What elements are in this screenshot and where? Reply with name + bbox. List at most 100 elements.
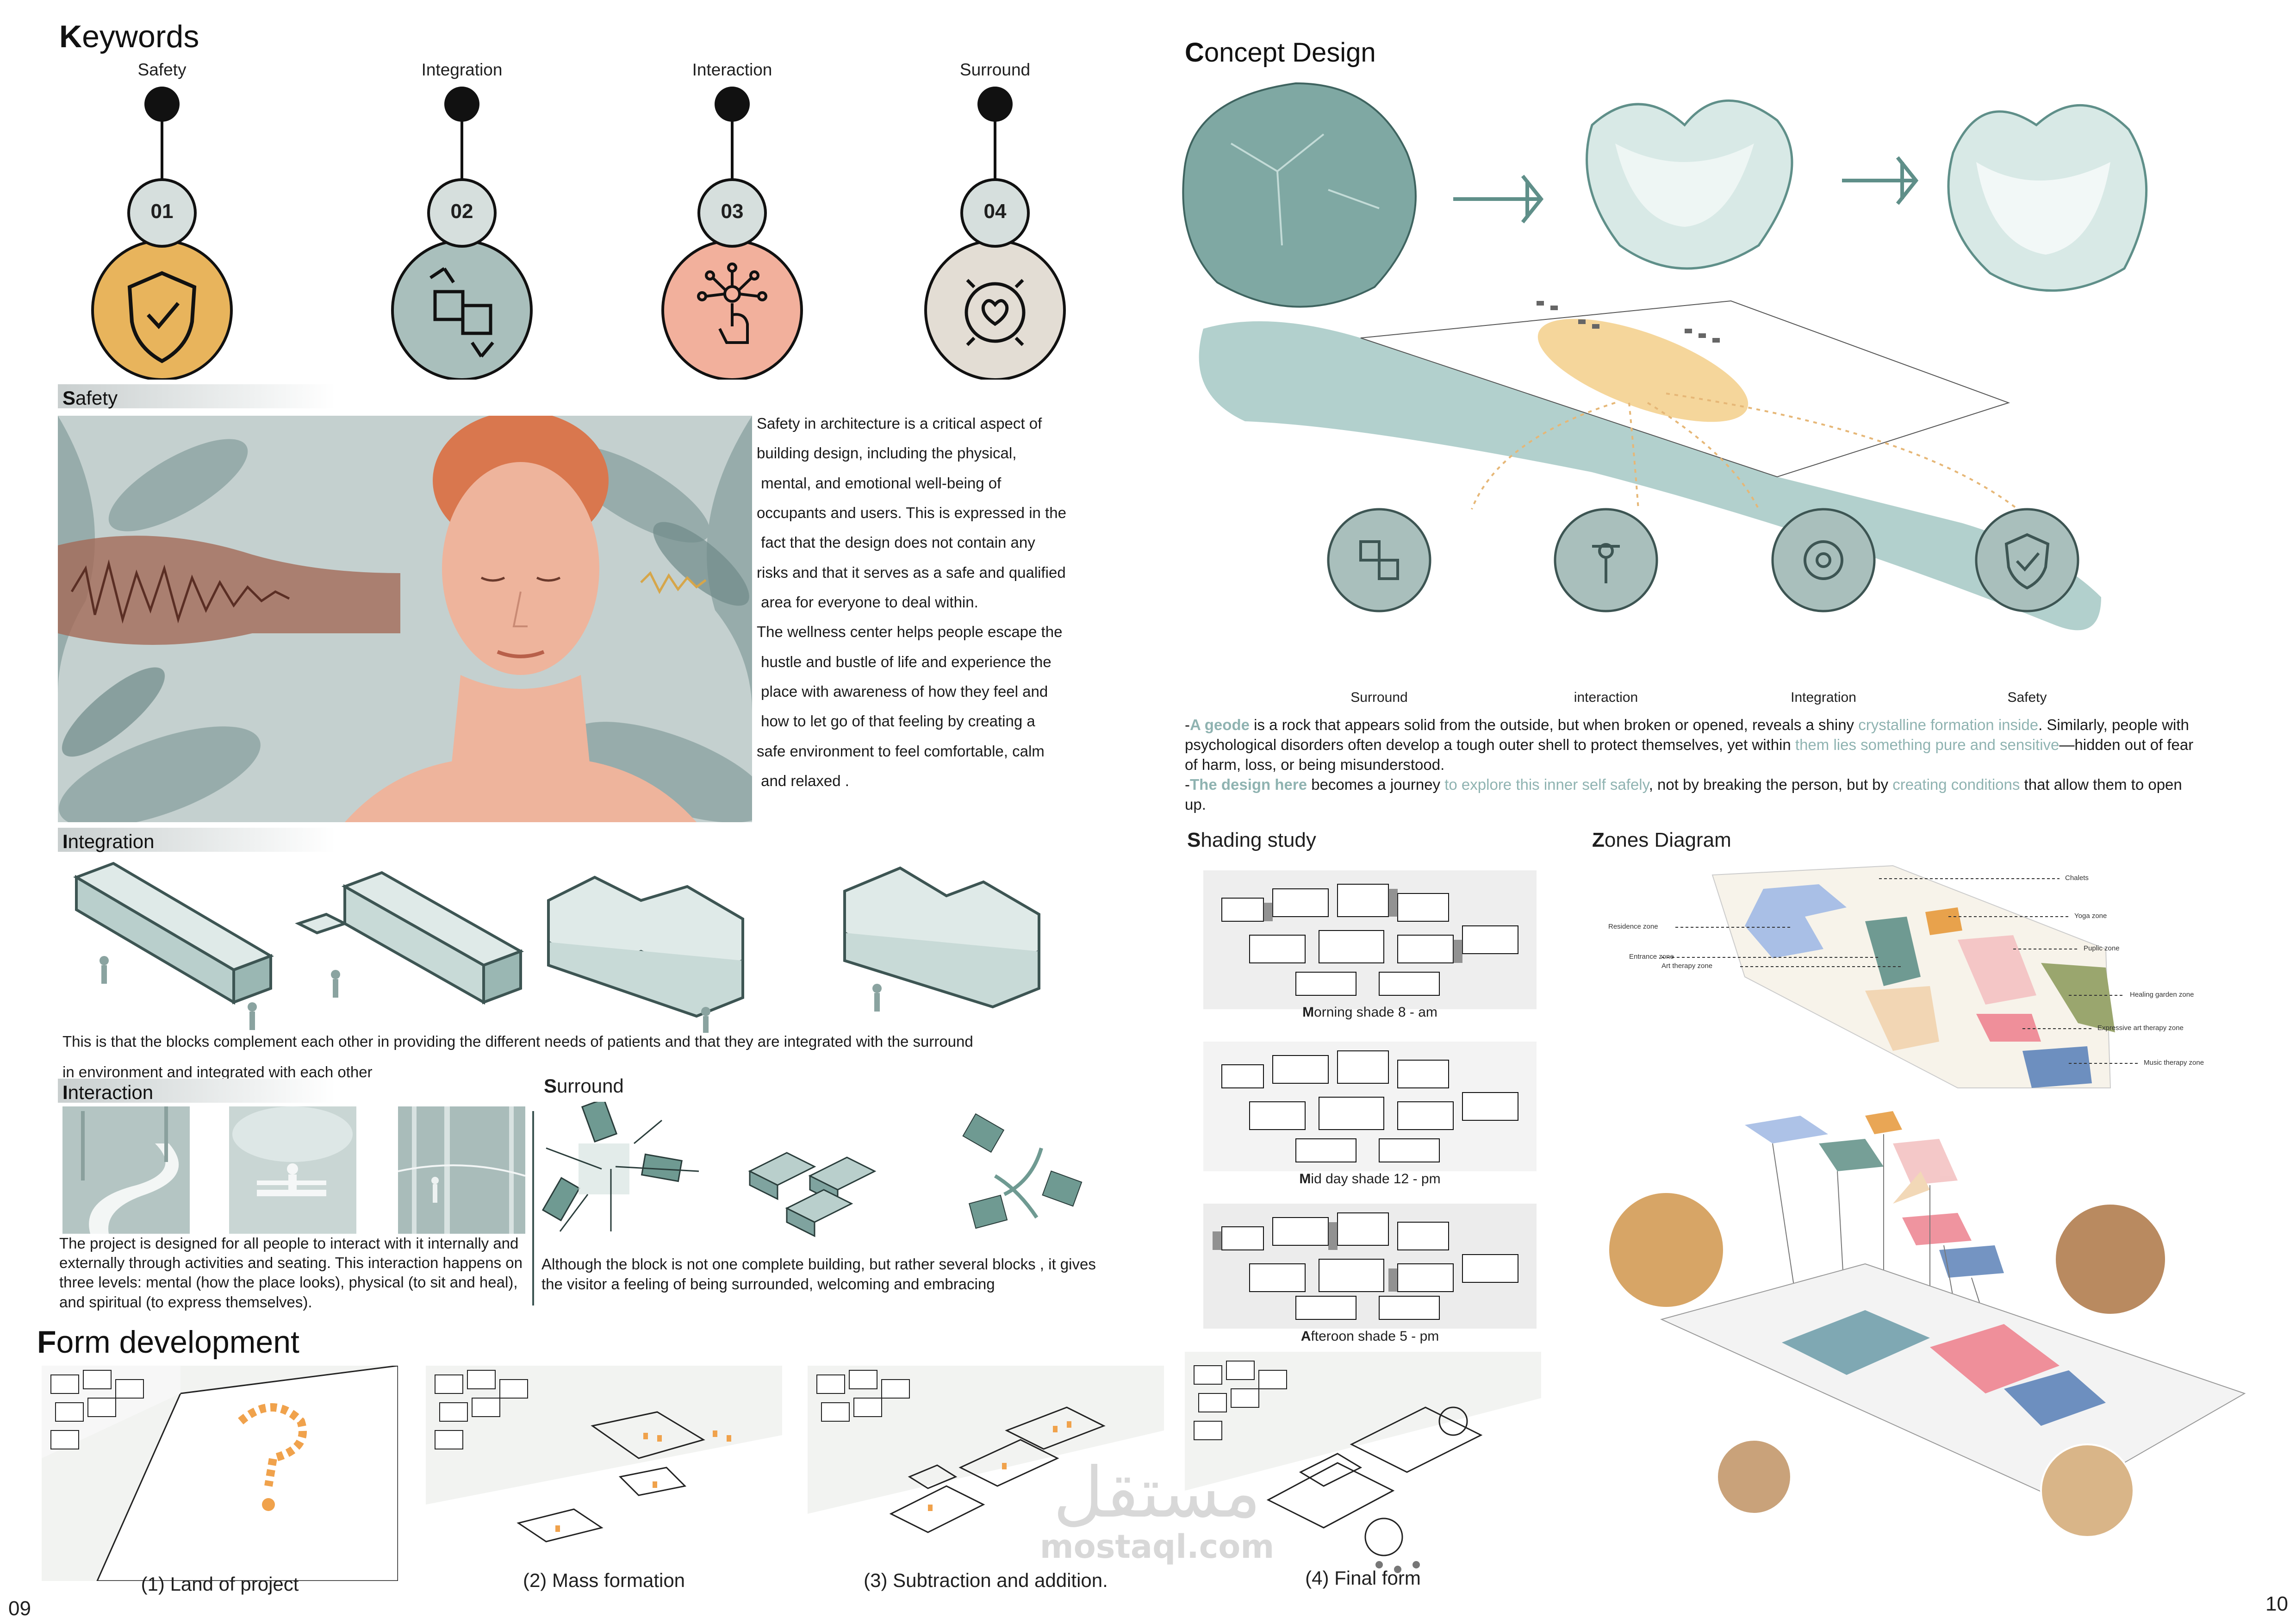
arrow-right-icon [1453,175,1544,224]
gear-network-icon [1804,540,1843,580]
watermark-latin: mostaql.com [1039,1528,1275,1566]
form-step-2-caption: (2) Mass formation [523,1569,685,1591]
page-number-left: 09 [8,1597,31,1620]
interaction-image-path [62,1106,190,1234]
safety-illustration [58,416,752,822]
surround-diagram [541,1098,1125,1241]
integration-text: This is that the blocks complement each … [62,1026,1141,1087]
safety-text-line: The wellness center helps people escape … [757,623,1063,641]
concept-design-diagram [1176,69,2277,694]
zone-photo-room [1716,1439,1792,1515]
keyword-label-surround: Surround [959,60,1031,79]
concept-paragraph-1: -A geode is a rock that appears solid fr… [1185,716,2194,773]
keyword-surround [924,87,1066,381]
safety-text-line: safe environment to feel comfortable, ca… [757,742,1045,760]
zone-label-chalets: Chalets [2065,874,2089,882]
keyword-number-02: 02 [450,200,473,223]
interaction-image-bench [229,1106,356,1234]
keyword-number-03: 03 [721,200,744,223]
zone-label-public: Puplic zone [2084,944,2120,952]
interaction-heading-bar: Interaction [58,1079,336,1103]
keyword-number-01: 01 [150,200,174,223]
form-step-1-sketch [42,1366,398,1581]
shading-afternoon-sketch [1203,1204,1537,1329]
safety-text-line: area for everyone to deal within. [757,593,978,611]
form-step-4-sketch [1185,1352,1541,1581]
shield-check-icon [127,271,197,363]
surround-text: Although the block is not one complete b… [541,1255,1096,1293]
safety-text-line: how to let go of that feeling by creatin… [757,712,1035,730]
safety-text-block: Safety in architecture is a critical asp… [757,409,1127,796]
form-step-3-caption: (3) Subtraction and addition. [864,1569,1108,1591]
zone-label-entrance: Entrance zone [1629,953,1674,961]
concept-paragraph-2: -The design here becomes a journey to ex… [1185,775,2182,813]
watermark: مستقل mostaql.com [1027,1458,1287,1566]
safety-text-line: and relaxed . [757,772,849,790]
puzzle-hands-icon [429,267,494,358]
concept-icon-safety [1975,508,2079,612]
safety-text-line: risks and that it serves as a safe and q… [757,563,1066,581]
shading-afternoon-caption: Afteroon shade 5 - pm [1300,1329,1439,1344]
shading-study-title: Shading study [1187,829,1316,851]
keyword-interaction [661,87,803,381]
form-step-2-sketch [426,1366,782,1581]
shading-morning-caption: Morning shade 8 - am [1302,1005,1437,1020]
keywords-row [69,65,1180,381]
shading-morning-sketch [1203,870,1537,1009]
puzzle-hands-icon [1359,540,1381,562]
keywords-diagram [91,87,1066,381]
interaction-image-forest [398,1106,525,1234]
interaction-heading: Interaction [62,1081,154,1103]
site-water [1199,321,2101,631]
safety-text-line: mental, and emotional well-being of [757,474,1002,492]
safety-text-line: hustle and bustle of life and experience… [757,653,1052,670]
form-step-3-sketch [808,1366,1164,1581]
watermark-arabic: مستقل [1053,1453,1261,1533]
safety-text-line: building design, including the physical, [757,444,1017,462]
zone-photo-interior [1607,1191,1725,1309]
interaction-text: The project is designed for all people t… [59,1235,523,1311]
form-step-4-caption: (4) Final form [1305,1567,1421,1589]
concept-paragraph: -A geode is a rock that appears solid fr… [1185,715,2203,814]
zone-label-music-therapy: Music therapy zone [2144,1059,2204,1067]
integration-text-line: This is that the blocks complement each … [62,1033,973,1050]
integration-heading-bar: Integration [58,828,336,852]
surround-heading: Surround [544,1075,624,1097]
shield-check-icon [2004,533,2050,590]
keyword-integration [391,87,533,381]
safety-heading: Safety [62,387,118,409]
arrow-right-icon [1842,156,1919,205]
zone-photo-terrace [2054,1203,2167,1316]
integration-blocks-diagram [58,859,1136,1035]
zone-photo-hall [2040,1443,2134,1538]
concept-design-title: Concept Design [1185,37,1376,68]
shading-midday-caption: Mid day shade 12 - pm [1299,1171,1441,1187]
keyword-safety [91,87,233,381]
geode-rock [1182,82,1417,308]
safety-heading-bar: Safety [58,384,336,409]
heart-circle-icon [964,279,1026,346]
zones-diagram-title: Zones Diagram [1592,829,1731,851]
concept-label-interaction: interaction [1574,690,1638,705]
zone-label-yoga: Yoga zone [2074,912,2107,920]
safety-text-line: fact that the design does not contain an… [757,534,1035,551]
concept-label-safety: Safety [2007,690,2047,705]
zone-label-art-therapy: Art therapy zone [1661,962,1713,970]
keyword-label-safety: Safety [137,60,187,79]
concept-icon-integration [1771,508,1876,612]
zone-label-healing-garden: Healing garden zone [2130,991,2194,999]
concept-label-integration: Integration [1791,690,1856,705]
touch-network-icon [697,262,767,344]
keywords-title: Keywords [59,19,199,54]
zones-diagram [1606,856,2277,1542]
zone-label-residence: Residence zone [1608,923,1658,931]
keyword-label-integration: Integration [421,60,503,79]
shading-midday-sketch [1203,1042,1537,1171]
zone-label-expressive-art: Expressive art therapy zone [2097,1024,2184,1032]
section-divider [532,1111,534,1305]
safety-text-line: occupants and users. This is expressed i… [757,504,1066,522]
keyword-label-interaction: Interaction [692,60,772,79]
integration-heading: Integration [62,831,155,852]
keyword-number-04: 04 [983,200,1007,223]
form-step-1-caption: (1) Land of project [141,1573,299,1595]
